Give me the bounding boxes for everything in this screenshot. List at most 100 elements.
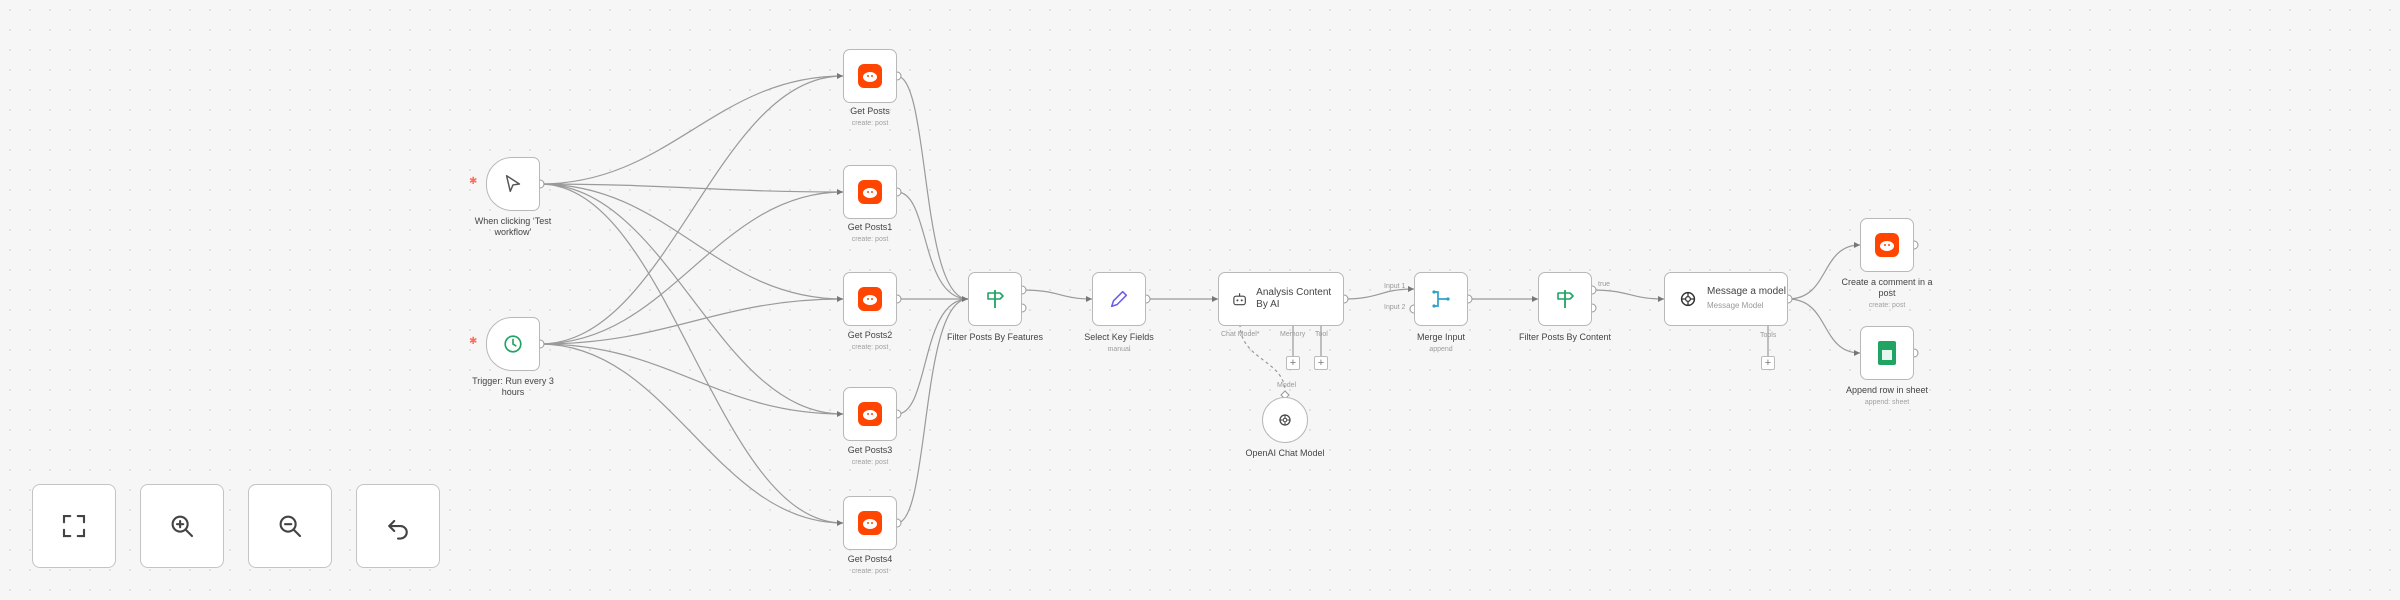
node-title: Get Posts2 <box>847 330 893 340</box>
edge <box>1021 289 1093 300</box>
cursor-icon <box>505 175 521 193</box>
get-posts-node[interactable] <box>843 49 897 103</box>
edge <box>539 75 844 185</box>
node-title: Get Posts3 <box>847 445 893 455</box>
trigger-marker: ✱ <box>469 336 478 347</box>
reddit-icon <box>858 180 882 204</box>
trigger-marker: ✱ <box>469 176 478 187</box>
edge <box>1591 289 1665 300</box>
node-title: Get Posts1 <box>847 222 893 232</box>
filter-content-label: Filter Posts By Content <box>1518 332 1612 342</box>
node-subtitle: create: post <box>851 459 889 466</box>
node-subtitle: create: post <box>851 344 889 351</box>
openai-model-node[interactable] <box>1262 397 1308 443</box>
edge <box>896 298 969 415</box>
pencil-icon <box>1110 290 1128 308</box>
edge <box>1343 288 1415 300</box>
filter-content-node[interactable] <box>1538 272 1592 326</box>
schedule-trigger-node[interactable] <box>486 317 540 371</box>
tools-port: Tools <box>1760 332 1777 339</box>
get-posts1-node[interactable] <box>843 165 897 219</box>
node-title: Merge Input <box>1416 332 1466 342</box>
select-fields-node[interactable] <box>1092 272 1146 326</box>
schedule-trigger-label: Trigger: Run every 3 hours <box>472 376 554 397</box>
node-title: Append row in sheet <box>1845 385 1929 395</box>
manual-trigger-label: When clicking ‘Test workflow’ <box>474 216 552 237</box>
edge <box>1787 244 1861 300</box>
analysis-agent-node[interactable]: Analysis Content By AI <box>1218 272 1344 326</box>
get-posts1-label: Get Posts1 create: post <box>820 222 920 245</box>
select-fields-label: Select Key Fields manual <box>1069 332 1169 355</box>
get-posts4-label: Get Posts4 create: post <box>820 554 920 577</box>
add-tool-button[interactable]: + <box>1314 356 1328 370</box>
openai-icon <box>1680 291 1696 307</box>
google-sheets-icon <box>1878 341 1896 365</box>
create-comment-label: Create a comment in a post create: post <box>1837 277 1937 311</box>
add-memory-button[interactable]: + <box>1286 356 1300 370</box>
merge-node[interactable] <box>1414 272 1468 326</box>
append-sheet-node[interactable] <box>1860 326 1914 380</box>
reddit-icon <box>1875 233 1899 257</box>
memory-port: Memory <box>1280 331 1306 338</box>
undo-icon <box>388 519 408 540</box>
zoom-in-button[interactable] <box>140 484 224 568</box>
zoom-out-icon <box>279 515 302 538</box>
node-subtitle: append <box>1429 346 1453 353</box>
node-title: Get Posts4 <box>847 554 893 564</box>
manual-trigger-node[interactable] <box>486 157 540 211</box>
node-title: Create a comment in a post <box>1841 277 1933 298</box>
clock-icon <box>504 335 522 353</box>
reddit-icon <box>858 402 882 426</box>
merge-icon <box>1432 290 1450 308</box>
node-title: Get Posts <box>850 106 890 116</box>
edge <box>896 298 969 524</box>
zoom-in-icon <box>171 515 194 538</box>
merge-input-2-label: Input 2 <box>1384 304 1406 311</box>
get-posts2-node[interactable] <box>843 272 897 326</box>
edge <box>896 75 969 300</box>
get-posts3-label: Get Posts3 create: post <box>820 445 920 468</box>
reddit-icon <box>858 64 882 88</box>
merge-label: Merge Input append <box>1391 332 1491 355</box>
edge <box>539 75 844 345</box>
reddit-icon <box>858 287 882 311</box>
edge <box>539 183 844 193</box>
signpost-icon <box>1557 290 1574 308</box>
zoom-to-fit-button[interactable] <box>32 484 116 568</box>
filter-features-node[interactable] <box>968 272 1022 326</box>
edge <box>539 343 844 415</box>
node-title: Select Key Fields <box>1084 332 1154 342</box>
openai-icon <box>1279 414 1291 426</box>
node-subtitle: create: post <box>851 120 889 127</box>
edge <box>896 191 969 300</box>
openai-model-label: OpenAI Chat Model <box>1245 448 1325 458</box>
get-posts4-node[interactable] <box>843 496 897 550</box>
filter-features-label: Filter Posts By Features <box>946 332 1044 342</box>
zoom-out-button[interactable] <box>248 484 332 568</box>
edge <box>539 343 844 524</box>
node-subtitle: create: post <box>851 568 889 575</box>
robot-icon <box>1233 293 1246 306</box>
add-tools-button[interactable]: + <box>1761 356 1775 370</box>
edge <box>539 298 844 345</box>
edge <box>539 183 844 524</box>
node-subtitle: create: post <box>851 236 889 243</box>
reddit-icon <box>858 511 882 535</box>
edge <box>539 183 844 300</box>
model-port: Model <box>1277 382 1297 389</box>
undo-button[interactable] <box>356 484 440 568</box>
create-comment-node[interactable] <box>1860 218 1914 272</box>
signpost-icon <box>987 290 1004 308</box>
get-posts2-label: Get Posts2 create: post <box>820 330 920 353</box>
edge <box>1239 323 1286 393</box>
node-subtitle: manual <box>1107 346 1131 353</box>
edge <box>539 183 844 415</box>
message-model-subtitle: Message Model <box>1707 301 1764 310</box>
node-subtitle: create: post <box>1868 302 1906 309</box>
append-sheet-label: Append row in sheet append: sheet <box>1837 385 1937 408</box>
get-posts3-node[interactable] <box>843 387 897 441</box>
node-subtitle: append: sheet <box>1864 399 1910 406</box>
